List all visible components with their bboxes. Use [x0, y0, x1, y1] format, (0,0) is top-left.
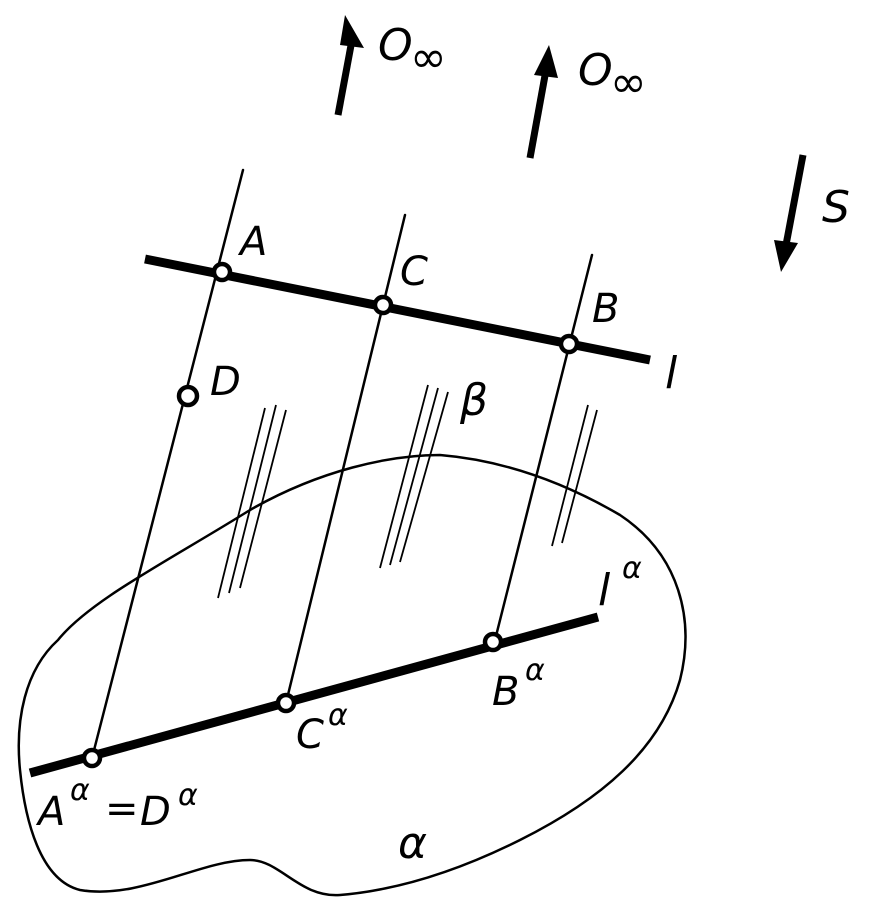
plane-alpha-outline: [17, 453, 687, 897]
label-a: A: [237, 219, 267, 265]
point-a-alpha: [81, 747, 103, 769]
label-a-alpha-sup: α: [70, 773, 90, 808]
label-c: C: [400, 249, 428, 295]
label-c-alpha-sup: α: [328, 698, 348, 733]
label-a-alpha: A: [35, 789, 65, 835]
line-l-alpha: [28, 612, 600, 778]
point-a: [211, 261, 233, 283]
label-l-alpha-sup: α: [622, 551, 642, 586]
label-c-alpha: C: [296, 712, 324, 758]
label-b-alpha: B: [492, 669, 519, 715]
label-equals: =: [105, 786, 139, 832]
label-beta: β: [459, 375, 488, 426]
label-o-inf-2-sub: ∞: [610, 57, 647, 108]
projecting-ray-a: [90, 168, 245, 760]
label-b: B: [592, 286, 619, 332]
label-d: D: [210, 359, 241, 405]
plane-beta-hatching: [217, 384, 598, 599]
label-d-alpha: D: [140, 789, 171, 835]
point-c-alpha: [275, 692, 297, 714]
label-l: l: [665, 348, 678, 399]
projecting-ray-b: [493, 253, 594, 642]
point-b: [558, 333, 580, 355]
label-alpha: α: [398, 818, 427, 869]
direction-s-arrow: [774, 154, 807, 272]
label-d-alpha-sup: α: [178, 778, 198, 813]
projection-arrow-1: [334, 15, 364, 116]
point-d: [176, 384, 200, 408]
label-l-alpha: l: [598, 565, 611, 616]
label-o-inf-2: O: [578, 45, 613, 96]
point-c: [372, 294, 394, 316]
label-o-inf-1-sub: ∞: [410, 32, 447, 83]
point-b-alpha: [482, 631, 504, 653]
projection-arrow-2: [526, 45, 558, 159]
label-o-inf-1: O: [378, 20, 413, 71]
label-s: S: [822, 182, 850, 233]
label-b-alpha-sup: α: [525, 653, 545, 688]
